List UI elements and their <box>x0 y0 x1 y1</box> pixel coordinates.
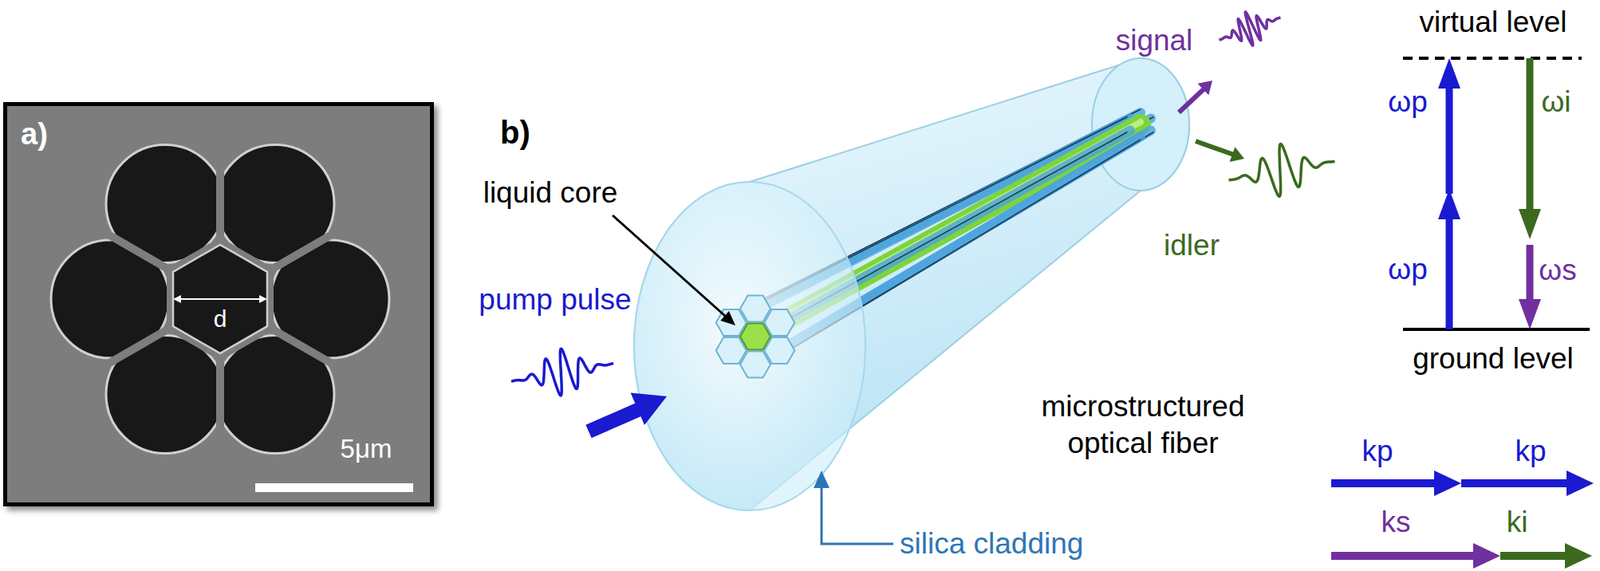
leader-arrow-head <box>720 311 736 326</box>
capillary-cluster <box>716 295 796 379</box>
liquid-core-face <box>740 323 771 351</box>
momentum-arrow <box>1461 479 1569 488</box>
leader-line <box>821 484 894 544</box>
momentum-arrow <box>1500 551 1567 560</box>
frequency-label: ωs <box>1538 252 1577 289</box>
panel-label: b) <box>500 112 531 153</box>
signal-arrow-head <box>1198 80 1214 95</box>
arrow-head <box>259 295 268 304</box>
wavevector-label: kp <box>1361 433 1393 470</box>
silica-wall <box>166 237 274 362</box>
panel-label: a) <box>20 115 48 154</box>
pump-photon-arrow <box>1446 86 1454 194</box>
idler-arrow-head <box>1229 146 1245 162</box>
arrow-head <box>1518 208 1541 240</box>
pump-arrow-head <box>630 393 667 426</box>
momentum-arrow <box>1331 479 1436 488</box>
arrow-head <box>1473 543 1501 569</box>
wavevector-label: ki <box>1506 504 1529 541</box>
idler-arrow <box>1195 141 1234 155</box>
momentum-arrow <box>1331 551 1475 560</box>
silica-wall <box>216 107 225 244</box>
arrow-head <box>1434 470 1462 497</box>
idler-label: idler <box>1163 227 1220 265</box>
capillary <box>716 337 747 364</box>
wave-packets <box>511 11 1336 396</box>
wavevector-label: kp <box>1514 433 1546 470</box>
dimension-label: d <box>213 303 228 335</box>
callout-label: liquid core <box>483 174 619 212</box>
capillary <box>764 309 795 336</box>
frequency-label: ωp <box>1387 251 1427 288</box>
signal-label: signal <box>1115 22 1194 60</box>
leader-arrow-head <box>813 470 830 489</box>
silica-wall <box>268 327 387 395</box>
scale-bar <box>255 483 414 493</box>
pump-label: pump pulse <box>478 281 631 319</box>
level-label: virtual level <box>1418 3 1567 41</box>
capillary <box>740 351 771 379</box>
pump-photon-arrow <box>1446 216 1454 330</box>
wavevector-label: ks <box>1381 504 1411 541</box>
level-label: ground level <box>1412 340 1574 378</box>
ground-level-line <box>1402 327 1590 332</box>
sem-background <box>7 106 430 503</box>
idler-photon-arrow <box>1526 58 1534 212</box>
frequency-label: ωp <box>1387 83 1427 121</box>
silica-wall <box>54 203 172 272</box>
silica-wall <box>268 203 387 272</box>
arrow-head <box>1518 299 1541 330</box>
arrow-head <box>173 295 182 304</box>
sem-panel: a) d 5μm <box>3 102 434 507</box>
fiber-label: microstructured optical fiber <box>1023 388 1263 463</box>
callout-label: silica cladding <box>899 525 1084 563</box>
arrow-head <box>1438 58 1461 89</box>
scale-label: 5μm <box>340 432 393 466</box>
core-hole <box>173 244 268 354</box>
arrow-head <box>1566 470 1594 497</box>
signal-photon-arrow <box>1526 244 1534 302</box>
wave-packet <box>511 348 614 396</box>
dimension-arrow <box>177 298 263 300</box>
virtual-level-line <box>1402 56 1582 60</box>
fiber-front-face <box>634 181 866 511</box>
silica-wall <box>54 327 172 395</box>
capillary <box>764 337 795 364</box>
arrow-head <box>1564 543 1593 569</box>
signal-arrow <box>1178 88 1205 113</box>
wave-packet <box>1229 144 1336 198</box>
silica-wall <box>216 354 225 491</box>
frequency-label: ωi <box>1540 83 1571 121</box>
pump-arrow <box>588 409 640 432</box>
wave-packet <box>1219 11 1281 46</box>
capillary <box>740 295 771 323</box>
